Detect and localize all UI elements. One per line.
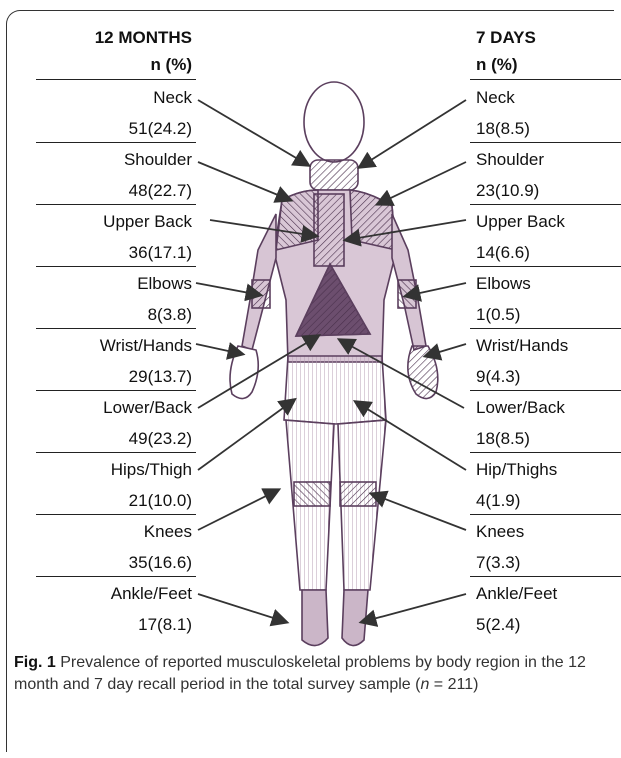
right-value-lower-back: 18(8.5) (470, 427, 621, 451)
left-value-upper-back: 36(17.1) (36, 241, 196, 265)
arrow-left-wrist (196, 344, 242, 354)
right-region-wrist: Wrist/Hands (470, 334, 621, 358)
right-knee-band (340, 482, 376, 506)
left-region-upper-back: Upper Back (36, 210, 196, 234)
row-rule-right (470, 142, 621, 143)
left-region-elbows: Elbows (36, 272, 196, 296)
head (304, 82, 364, 162)
arrow-right-neck (360, 100, 466, 167)
right-value-hips: 4(1.9) (470, 489, 621, 513)
right-region-knees: Knees (470, 520, 621, 544)
left-value-elbows: 8(3.8) (36, 303, 196, 327)
right-region-hips: Hip/Thighs (470, 458, 621, 482)
right-region-shoulder: Shoulder (470, 148, 621, 172)
row-rule-right (470, 390, 621, 391)
row-rule-left (36, 452, 196, 453)
arrow-right-wrist (426, 344, 466, 356)
right-value-wrist: 9(4.3) (470, 365, 621, 389)
right-value-elbows: 1(0.5) (470, 303, 621, 327)
header-12-months: 12 MONTHS (36, 26, 196, 50)
hips (284, 356, 386, 424)
row-rule-left (36, 390, 196, 391)
left-region-knees: Knees (36, 520, 196, 544)
left-shoulder (276, 190, 318, 250)
caption-label: Fig. 1 (14, 654, 56, 671)
row-rule-left (36, 266, 196, 267)
left-knee-band (294, 482, 330, 506)
header-rule-left (36, 79, 196, 80)
subheader-left: n (%) (36, 53, 196, 77)
left-region-lower-back: Lower/Back (36, 396, 196, 420)
left-value-lower-back: 49(23.2) (36, 427, 196, 451)
row-rule-right (470, 514, 621, 515)
arrow-left-neck (198, 100, 308, 165)
right-region-elbows: Elbows (470, 272, 621, 296)
human-figure (230, 82, 438, 646)
left-region-shoulder: Shoulder (36, 148, 196, 172)
left-foot (302, 590, 328, 646)
left-value-hips: 21(10.0) (36, 489, 196, 513)
caption-n-symbol: n (420, 676, 429, 693)
left-region-hips: Hips/Thigh (36, 458, 196, 482)
subheader-right: n (%) (470, 53, 621, 77)
left-value-shoulder: 48(22.7) (36, 179, 196, 203)
arrow-left-hips (198, 400, 294, 470)
left-value-ankle: 17(8.1) (36, 613, 196, 637)
arrow-left-ankle (198, 594, 286, 622)
left-region-ankle: Ankle/Feet (36, 582, 196, 606)
left-value-neck: 51(24.2) (36, 117, 196, 141)
row-rule-left (36, 576, 196, 577)
right-region-neck: Neck (470, 86, 621, 110)
row-rule-right (470, 328, 621, 329)
left-hand (230, 346, 258, 399)
caption-text-2: = 211) (429, 676, 478, 693)
right-foot (342, 590, 368, 646)
arrow-left-knees (198, 490, 278, 530)
row-rule-left (36, 514, 196, 515)
left-region-wrist: Wrist/Hands (36, 334, 196, 358)
row-rule-left (36, 328, 196, 329)
right-value-upper-back: 14(6.6) (470, 241, 621, 265)
right-region-lower-back: Lower/Back (470, 396, 621, 420)
left-value-wrist: 29(13.7) (36, 365, 196, 389)
upper-back-strip (314, 194, 344, 266)
caption-text-1: Prevalence of reported musculoskeletal p… (14, 654, 586, 693)
header-rule-right (470, 79, 621, 80)
arrow-right-knees (372, 494, 466, 530)
arrow-left-elbows (196, 283, 260, 295)
right-value-knees: 7(3.3) (470, 551, 621, 575)
neck-band (310, 160, 358, 190)
right-region-ankle: Ankle/Feet (470, 582, 621, 606)
right-region-upper-back: Upper Back (470, 210, 621, 234)
figure-caption: Fig. 1 Prevalence of reported musculoske… (14, 652, 606, 696)
arrow-right-shoulder (378, 162, 466, 204)
row-rule-left (36, 204, 196, 205)
left-value-knees: 35(16.6) (36, 551, 196, 575)
row-rule-right (470, 204, 621, 205)
header-7-days: 7 DAYS (470, 26, 621, 50)
right-value-neck: 18(8.5) (470, 117, 621, 141)
left-region-neck: Neck (36, 86, 196, 110)
arrow-left-shoulder (198, 162, 290, 200)
row-rule-right (470, 266, 621, 267)
row-rule-right (470, 452, 621, 453)
right-value-ankle: 5(2.4) (470, 613, 621, 637)
arrow-right-ankle (362, 594, 466, 622)
row-rule-right (470, 576, 621, 577)
right-value-shoulder: 23(10.9) (470, 179, 621, 203)
row-rule-left (36, 142, 196, 143)
